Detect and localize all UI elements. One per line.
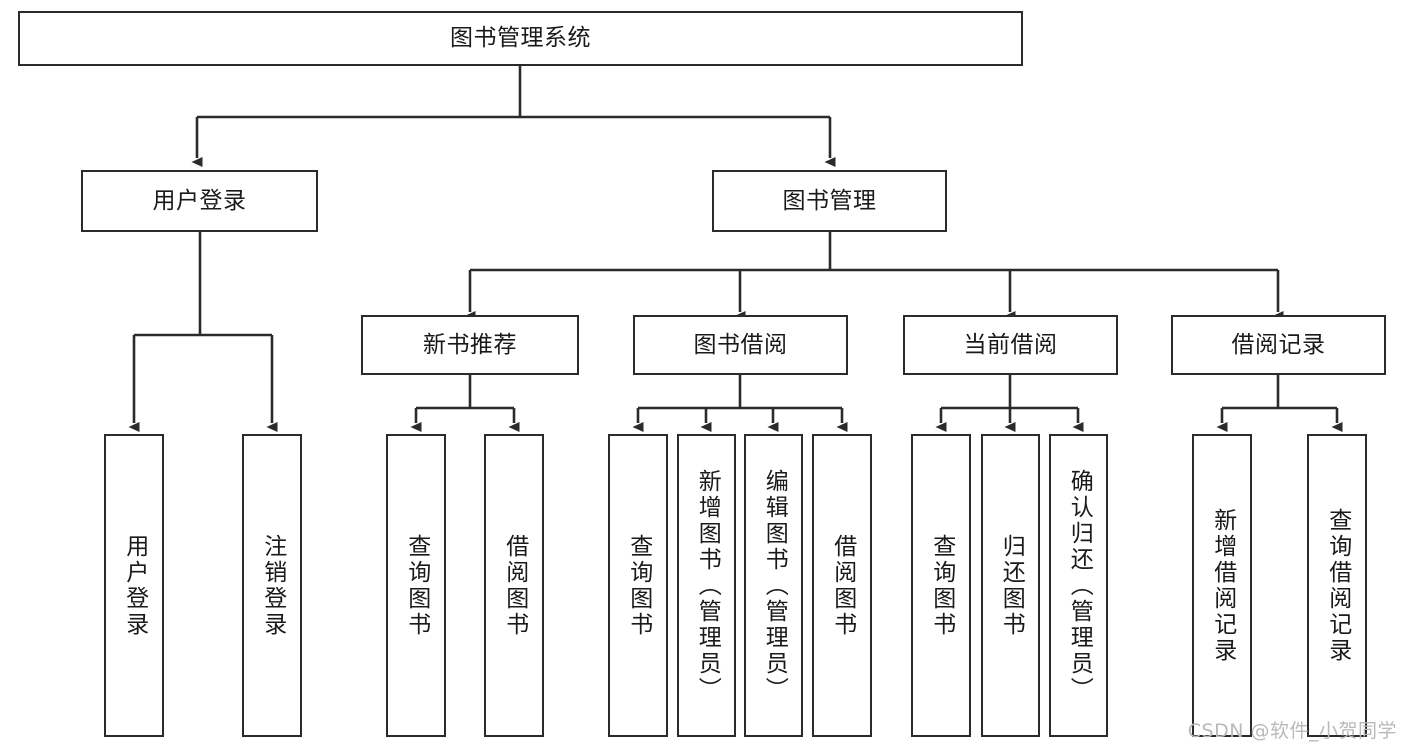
- leaf-borrow-add-book-admin[interactable]: 新增图书（管理员）: [677, 434, 736, 737]
- node-label: 查询图书: [625, 533, 652, 638]
- leaf-borrow-query-book[interactable]: 查询图书: [608, 434, 668, 737]
- node-label: 注销登录: [259, 533, 286, 638]
- watermark: CSDN @软件_小贺同学: [1187, 720, 1397, 742]
- node-label: 确认归还（管理员）: [1066, 468, 1093, 703]
- leaf-current-query-book[interactable]: 查询图书: [911, 434, 971, 737]
- node-label: 查询图书: [928, 533, 955, 638]
- leaf-current-confirm-return-admin[interactable]: 确认归还（管理员）: [1049, 434, 1108, 737]
- node-label: 查询借阅记录: [1324, 507, 1351, 664]
- node-label: 新增借阅记录: [1209, 507, 1236, 664]
- leaf-records-query[interactable]: 查询借阅记录: [1307, 434, 1367, 737]
- node-label: 新书推荐: [423, 331, 517, 358]
- node-book-management[interactable]: 图书管理: [712, 170, 947, 232]
- node-book-borrow[interactable]: 图书借阅: [633, 315, 848, 375]
- leaf-records-add[interactable]: 新增借阅记录: [1192, 434, 1252, 737]
- node-label: 当前借阅: [963, 331, 1058, 358]
- leaf-current-return-book[interactable]: 归还图书: [981, 434, 1040, 737]
- node-label: 图书管理: [782, 187, 877, 214]
- node-new-book-recommend[interactable]: 新书推荐: [361, 315, 579, 375]
- edges-records-to-leaves: [1216, 375, 1343, 432]
- node-label: 归还图书: [998, 533, 1025, 638]
- node-label: 图书管理系统: [450, 25, 591, 52]
- node-root-system[interactable]: 图书管理系统: [18, 11, 1023, 66]
- node-label: 查询图书: [403, 533, 430, 638]
- node-label: 编辑图书（管理员）: [761, 468, 788, 703]
- edges-current-to-leaves: [935, 375, 1084, 432]
- edges-new-book-to-leaves: [410, 375, 520, 432]
- node-current-borrow[interactable]: 当前借阅: [903, 315, 1118, 375]
- node-borrow-records[interactable]: 借阅记录: [1171, 315, 1386, 375]
- node-label: 图书借阅: [693, 331, 788, 358]
- leaf-user-login[interactable]: 用户登录: [104, 434, 164, 737]
- node-label: 借阅图书: [501, 533, 528, 638]
- node-label: 借阅图书: [829, 533, 856, 638]
- node-user-login[interactable]: 用户登录: [81, 170, 318, 232]
- edges-book-mgmt-to-tier3: [464, 232, 1284, 321]
- edges-borrow-to-leaves: [632, 375, 848, 432]
- leaf-logout[interactable]: 注销登录: [242, 434, 302, 737]
- node-label: 用户登录: [152, 187, 247, 214]
- edges-user-login-to-leaves: [128, 232, 278, 432]
- leaf-borrow-edit-book-admin[interactable]: 编辑图书（管理员）: [744, 434, 803, 737]
- leaf-new-book-query[interactable]: 查询图书: [386, 434, 446, 737]
- node-label: 借阅记录: [1231, 331, 1326, 358]
- leaf-borrow-borrow-book[interactable]: 借阅图书: [812, 434, 872, 737]
- node-label: 用户登录: [121, 533, 148, 638]
- edges-root-to-tier2: [191, 66, 836, 167]
- leaf-new-book-borrow[interactable]: 借阅图书: [484, 434, 544, 737]
- node-label: 新增图书（管理员）: [694, 468, 721, 703]
